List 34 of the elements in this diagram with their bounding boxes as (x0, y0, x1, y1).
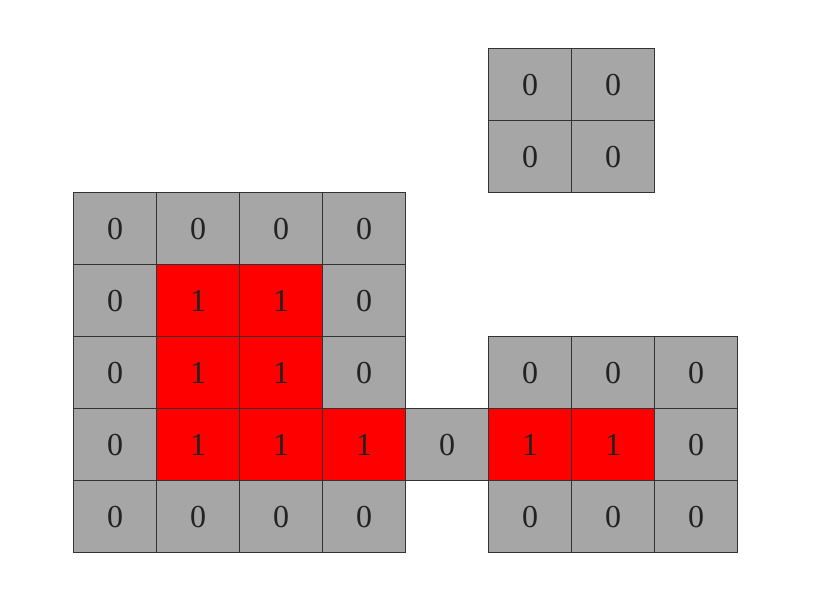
grid-cell: 0 (654, 408, 738, 481)
grid-cell: 1 (156, 336, 240, 409)
grid-cell: 0 (405, 408, 489, 481)
grid-cell: 0 (488, 480, 572, 553)
grid-cell: 0 (322, 336, 406, 409)
grid-cell: 0 (571, 48, 655, 121)
grid-cell: 1 (156, 264, 240, 337)
grid-cell: 0 (156, 192, 240, 265)
grid-cell: 0 (571, 480, 655, 553)
grid-cell: 0 (654, 336, 738, 409)
grid-cell: 1 (156, 408, 240, 481)
grid-cell: 0 (239, 192, 323, 265)
grid-cell: 0 (488, 336, 572, 409)
grid-cell: 0 (488, 120, 572, 193)
grid-cell: 0 (322, 192, 406, 265)
grid-cell: 0 (156, 480, 240, 553)
grid-cell: 0 (73, 480, 157, 553)
grid-cell: 1 (239, 408, 323, 481)
grid-cell: 1 (239, 264, 323, 337)
grid-cell: 1 (322, 408, 406, 481)
grid-cell: 1 (571, 408, 655, 481)
grid-cell: 0 (654, 480, 738, 553)
grid-cell: 0 (73, 408, 157, 481)
grid-cell: 0 (322, 264, 406, 337)
grid-cell: 0 (73, 192, 157, 265)
grid-cell: 1 (239, 336, 323, 409)
grid-cell: 0 (322, 480, 406, 553)
grid-cell: 0 (488, 48, 572, 121)
grid-cell: 0 (239, 480, 323, 553)
grid-cell: 0 (73, 336, 157, 409)
grid-cell: 0 (571, 120, 655, 193)
grid-cell: 0 (571, 336, 655, 409)
grid-cell: 0 (73, 264, 157, 337)
grid-cell: 1 (488, 408, 572, 481)
